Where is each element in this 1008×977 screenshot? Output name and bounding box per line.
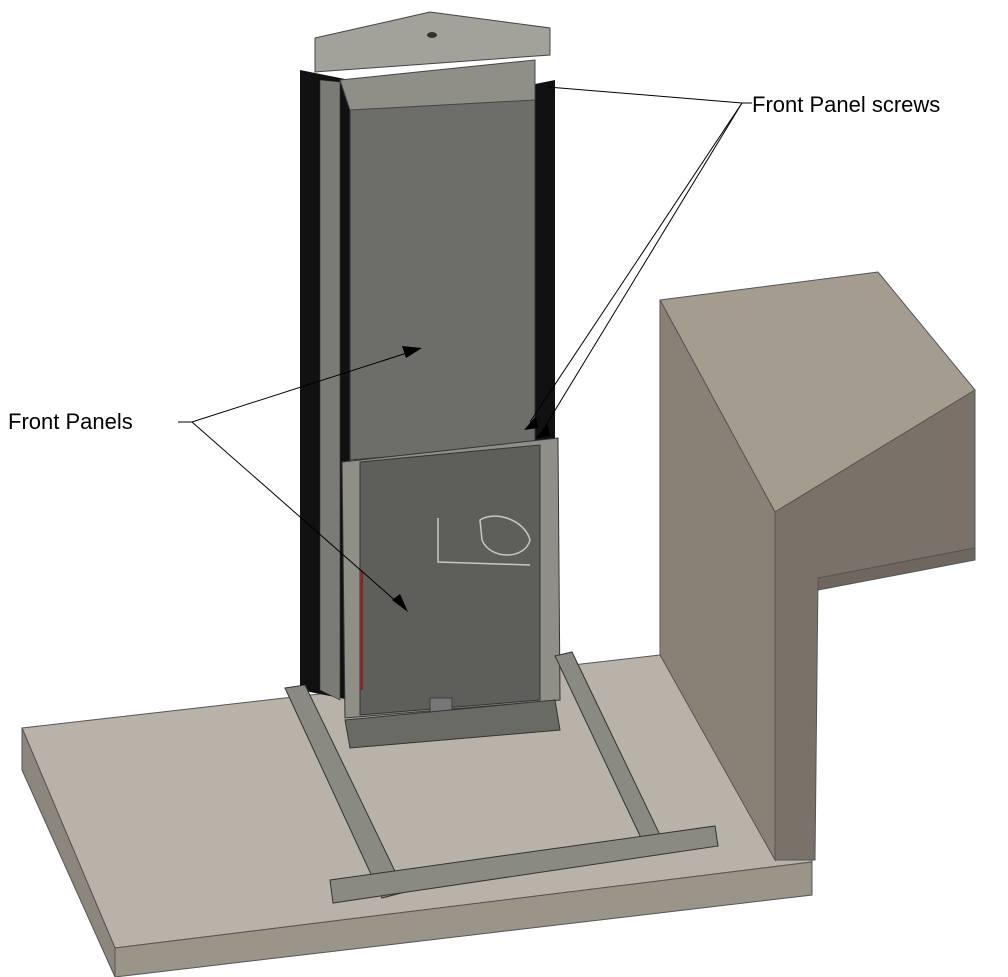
top-cap-top [314, 11, 551, 73]
panels-arrowhead-lower [392, 594, 408, 612]
concrete-wall [659, 271, 976, 862]
ground-rails [284, 651, 719, 904]
lift-column [300, 11, 561, 719]
screws-leader-3 [542, 102, 743, 431]
front-rail [329, 825, 719, 904]
floor-slab [21, 654, 816, 977]
panels-leader-lower [191, 421, 399, 604]
hose-detail [437, 515, 531, 566]
panels-arrowhead-upper [402, 346, 422, 358]
front-panel-screws-label: Front Panel screws [752, 92, 941, 117]
wall-step-face [817, 547, 976, 591]
base-plate [344, 699, 561, 749]
screws-arrowhead-1 [524, 416, 538, 430]
screws-leaders [524, 86, 752, 438]
lower-front-panel [359, 444, 541, 716]
screws-arrowhead-2 [536, 424, 550, 438]
column-left-rail [319, 79, 341, 701]
top-cap-hole [427, 32, 437, 38]
top-cap-front [339, 59, 536, 111]
floor-left-side [21, 727, 116, 977]
upper-front-panel [349, 99, 536, 461]
floor-front-side [114, 861, 813, 977]
front-panels-label: Front Panels [8, 409, 133, 434]
panels-leaders [178, 346, 422, 612]
screws-leader-1 [547, 86, 752, 104]
screws-leader-2 [529, 102, 743, 423]
